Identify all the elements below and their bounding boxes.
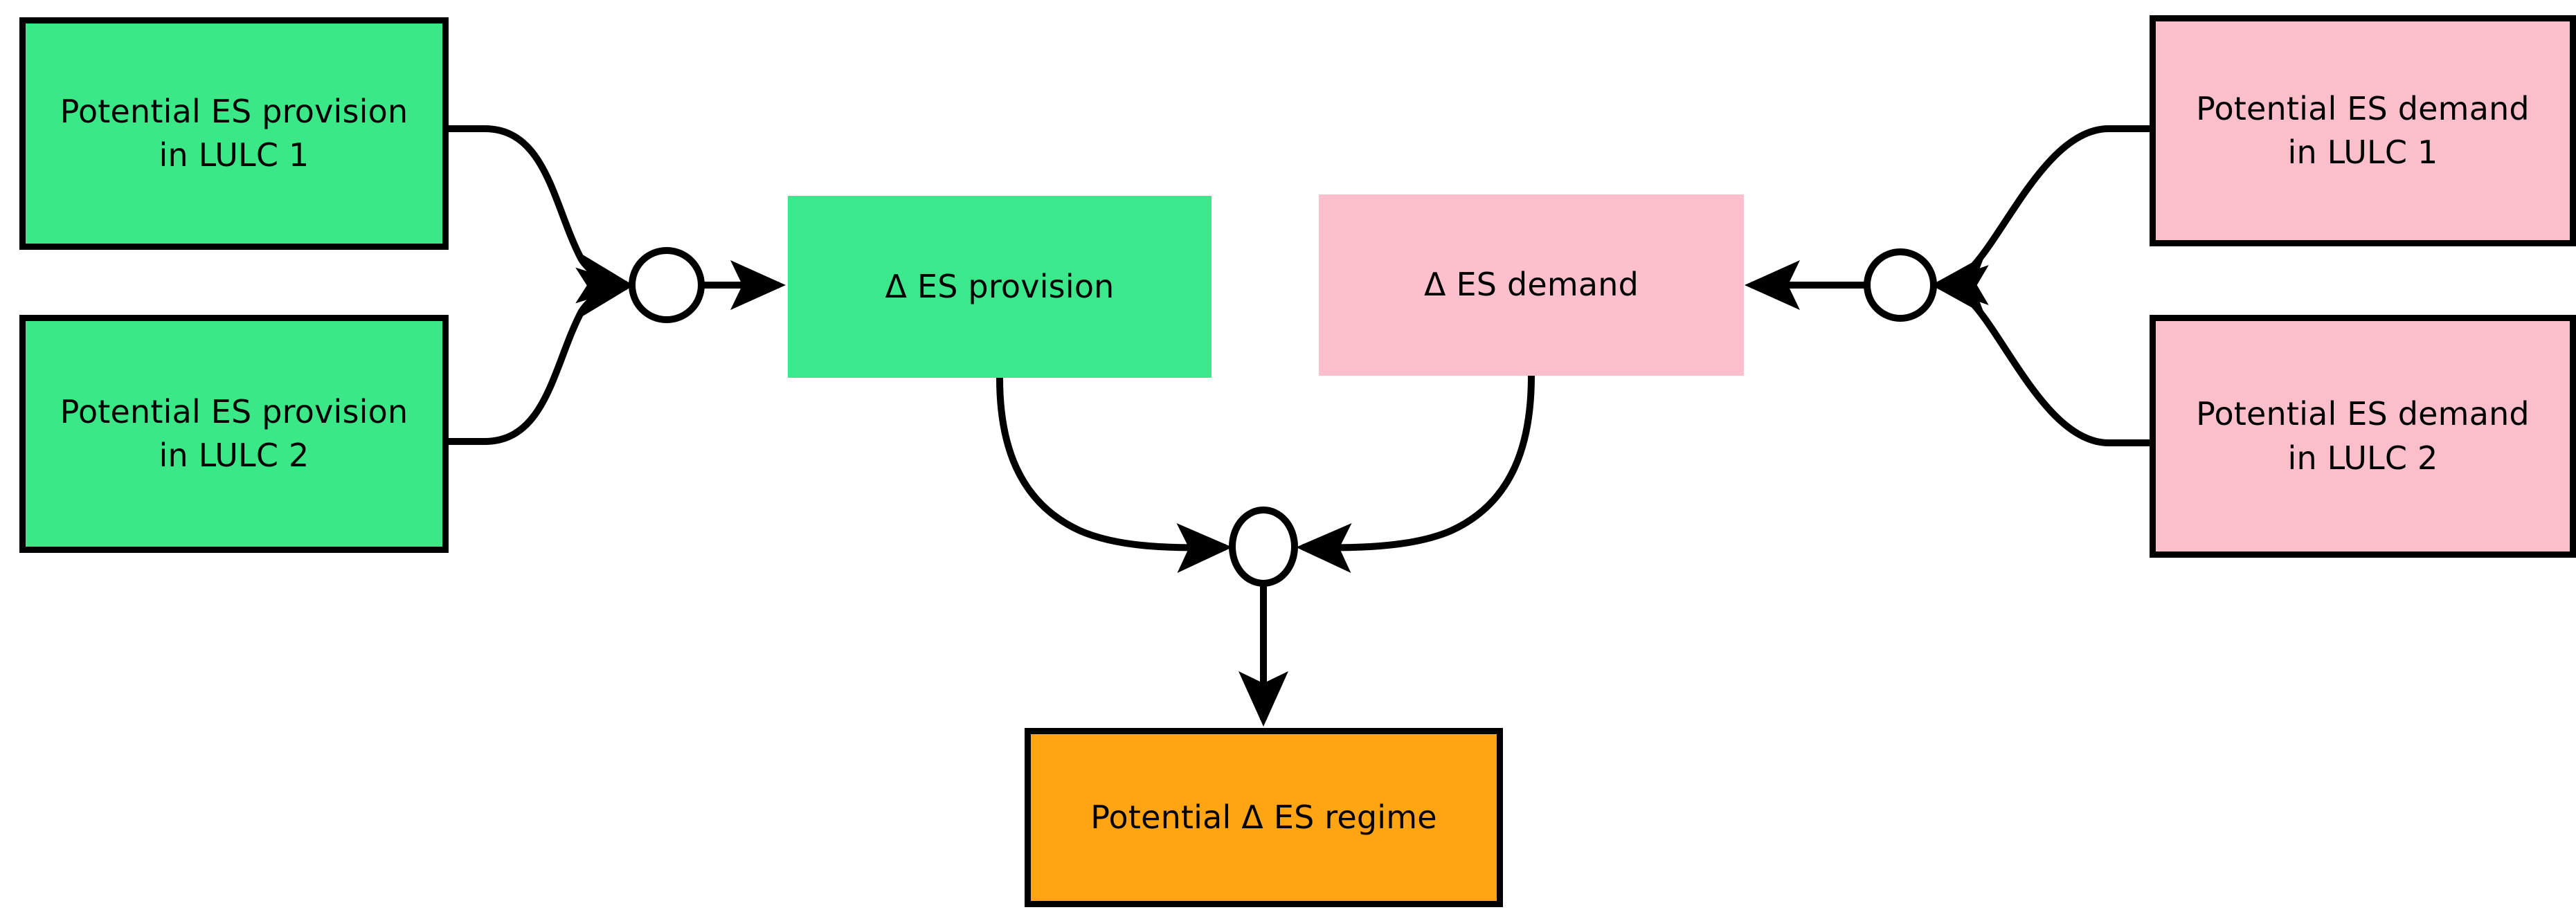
edge-demand-lulc1-to-junction	[1931, 125, 2150, 306]
node-potential-delta-es-regime[interactable]: Potential Δ ES regime	[1025, 728, 1503, 907]
edge-provision-lulc2-to-junction	[449, 267, 633, 445]
node-label: Potential ES demand in LULC 2	[2196, 395, 2530, 477]
node-label: Potential ES provision in LULC 1	[60, 92, 408, 174]
junction-regime[interactable]	[1229, 507, 1298, 587]
node-delta-es-provision[interactable]: Δ ES provision	[788, 196, 1212, 378]
node-potential-es-provision-lulc1[interactable]: Potential ES provision in LULC 1	[19, 17, 449, 250]
node-label: Δ ES demand	[1423, 266, 1639, 304]
node-potential-es-demand-lulc2[interactable]: Potential ES demand in LULC 2	[2150, 315, 2576, 558]
node-label: Potential Δ ES regime	[1090, 798, 1437, 836]
edge-delta-provision-to-junction	[996, 377, 1232, 573]
junction-demand[interactable]	[1864, 248, 1937, 322]
node-potential-es-provision-lulc2[interactable]: Potential ES provision in LULC 2	[19, 315, 449, 553]
node-delta-es-demand[interactable]: Δ ES demand	[1319, 194, 1744, 376]
node-label: Potential ES demand in LULC 1	[2196, 89, 2530, 171]
edge-demand-lulc2-to-junction	[1931, 264, 2150, 446]
node-potential-es-demand-lulc1[interactable]: Potential ES demand in LULC 1	[2150, 15, 2576, 246]
node-label: Potential ES provision in LULC 2	[60, 392, 408, 474]
junction-provision[interactable]	[629, 247, 705, 323]
node-label: Δ ES provision	[885, 267, 1115, 305]
edge-provision-lulc1-to-junction	[449, 125, 633, 304]
edge-delta-demand-to-junction	[1296, 375, 1535, 574]
